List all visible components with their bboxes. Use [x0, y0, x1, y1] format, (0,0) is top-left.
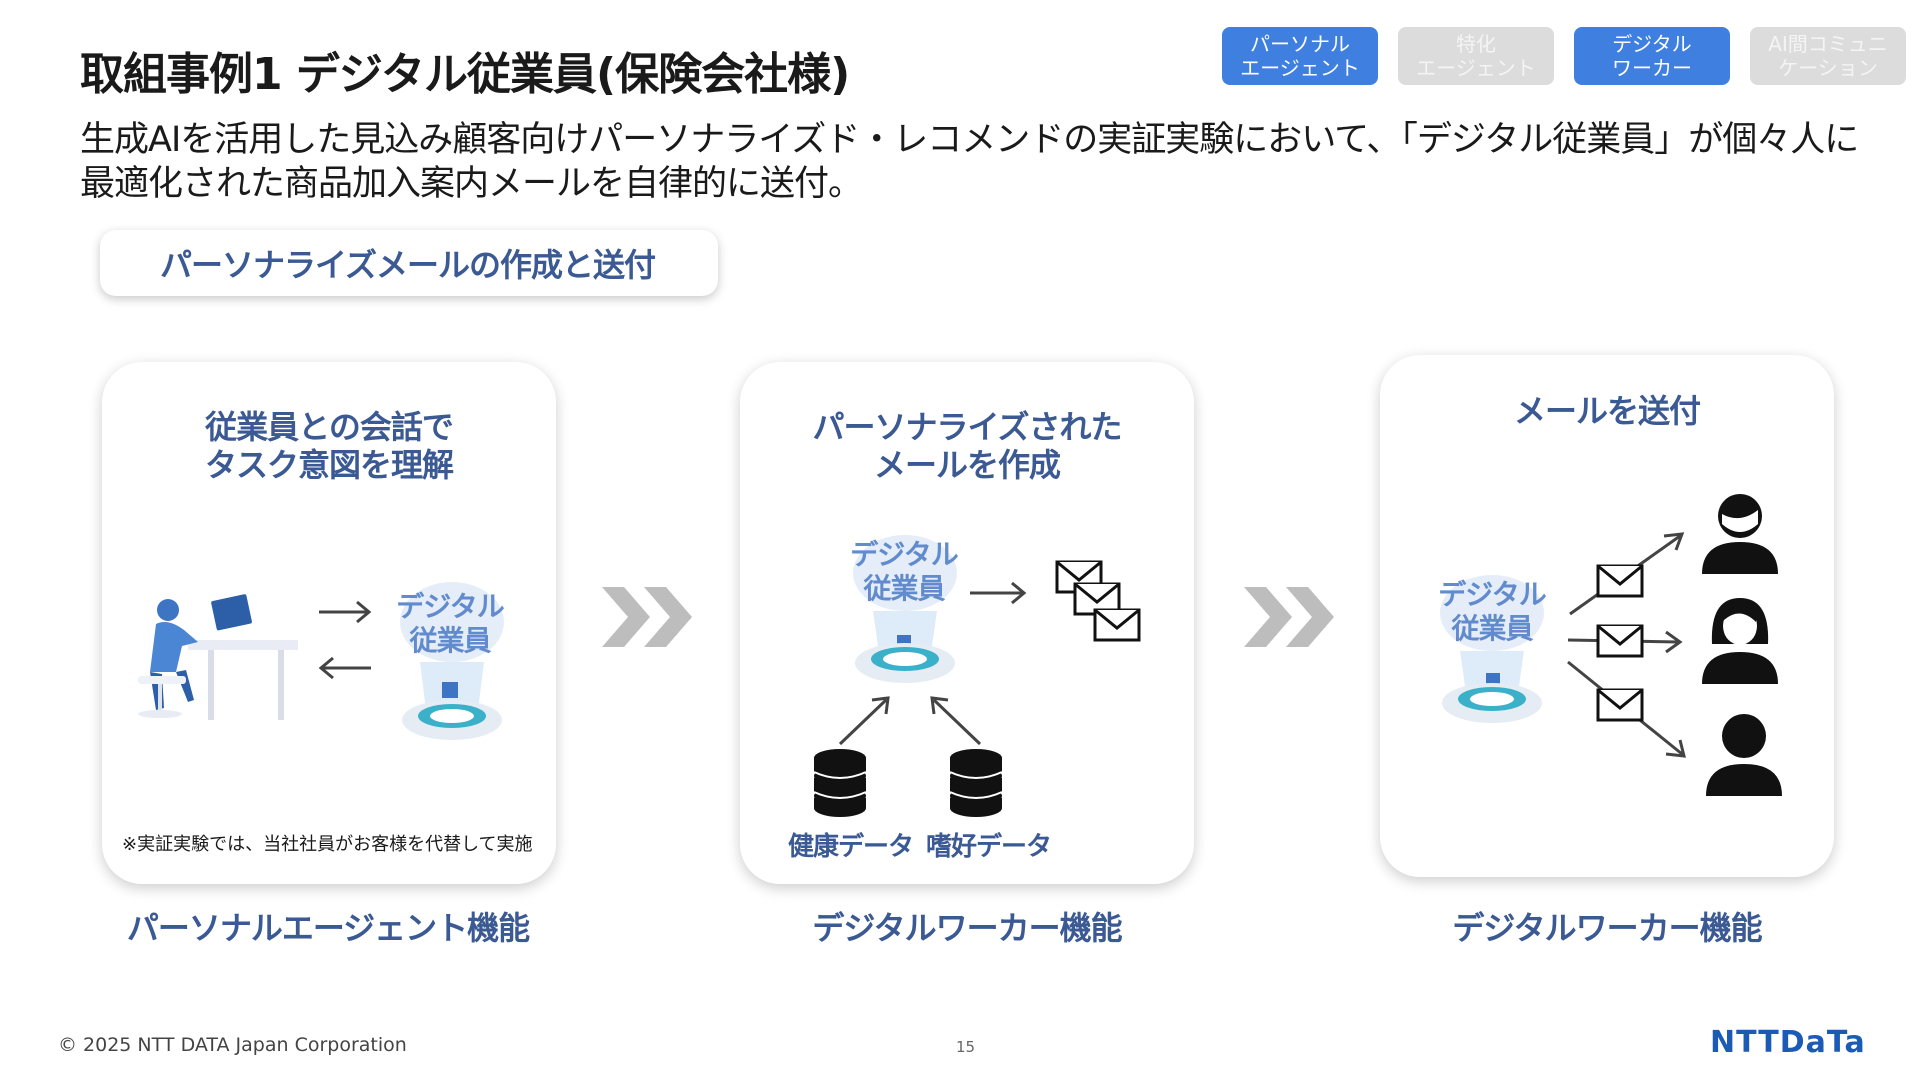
lead-text: 生成AIを活用した見込み顧客向けパーソナライズド・レコメンドの実証実験において、…: [80, 118, 1860, 206]
chevron-double-right-icon: [1242, 585, 1338, 649]
card1-title: 従業員との会話でタスク意図を理解: [102, 408, 556, 484]
health-data-label: 健康データ: [788, 826, 913, 863]
card2-bot-label: デジタル従業員: [842, 538, 966, 606]
arrow-right-icon: [968, 578, 1028, 608]
card3-bot-label: デジタル従業員: [1430, 578, 1554, 646]
card3-caption: デジタルワーカー機能: [1327, 903, 1887, 949]
page-number: 15: [956, 1038, 975, 1056]
page-title: 取組事例1 デジタル従業員(保険会社様): [80, 38, 849, 102]
card3-title: メールを送付: [1380, 392, 1834, 430]
tag-personal-agent: パーソナルエージェント: [1222, 27, 1378, 85]
card2-caption: デジタルワーカー機能: [687, 903, 1247, 949]
chevron-double-right-icon: [600, 585, 696, 649]
card2-title: パーソナライズされたメールを作成: [740, 408, 1194, 484]
exchange-arrows-icon: [315, 592, 375, 682]
person-avatar-icon: [1702, 712, 1786, 798]
preference-data-label: 嗜好データ: [926, 826, 1051, 863]
card1-bot-label: デジタル従業員: [388, 590, 512, 658]
mail-fanout-icon: [1562, 528, 1692, 760]
up-arrows-icon: [830, 692, 990, 748]
mail-stack-icon: [1055, 560, 1145, 648]
copyright: © 2025 NTT DATA Japan Corporation: [58, 1034, 407, 1056]
tag-digital-worker: デジタルワーカー: [1574, 27, 1730, 85]
section-label: パーソナライズメールの作成と送付: [100, 230, 718, 296]
company-logo: NTTDaTa: [1710, 1025, 1866, 1060]
woman-avatar-icon: [1698, 594, 1782, 686]
tag-specialized-agent: 特化エージェント: [1398, 27, 1554, 85]
database-icon: [948, 748, 1004, 818]
card1-note: ※実証実験では、当社社員がお客様を代替して実施: [122, 830, 533, 856]
card1-caption: パーソナルエージェント機能: [48, 903, 608, 949]
person-at-desk-icon: [128, 580, 308, 730]
man-avatar-icon: [1698, 490, 1782, 576]
database-icon: [812, 748, 868, 818]
tag-ai-communication: AI間コミュニケーション: [1750, 27, 1906, 85]
